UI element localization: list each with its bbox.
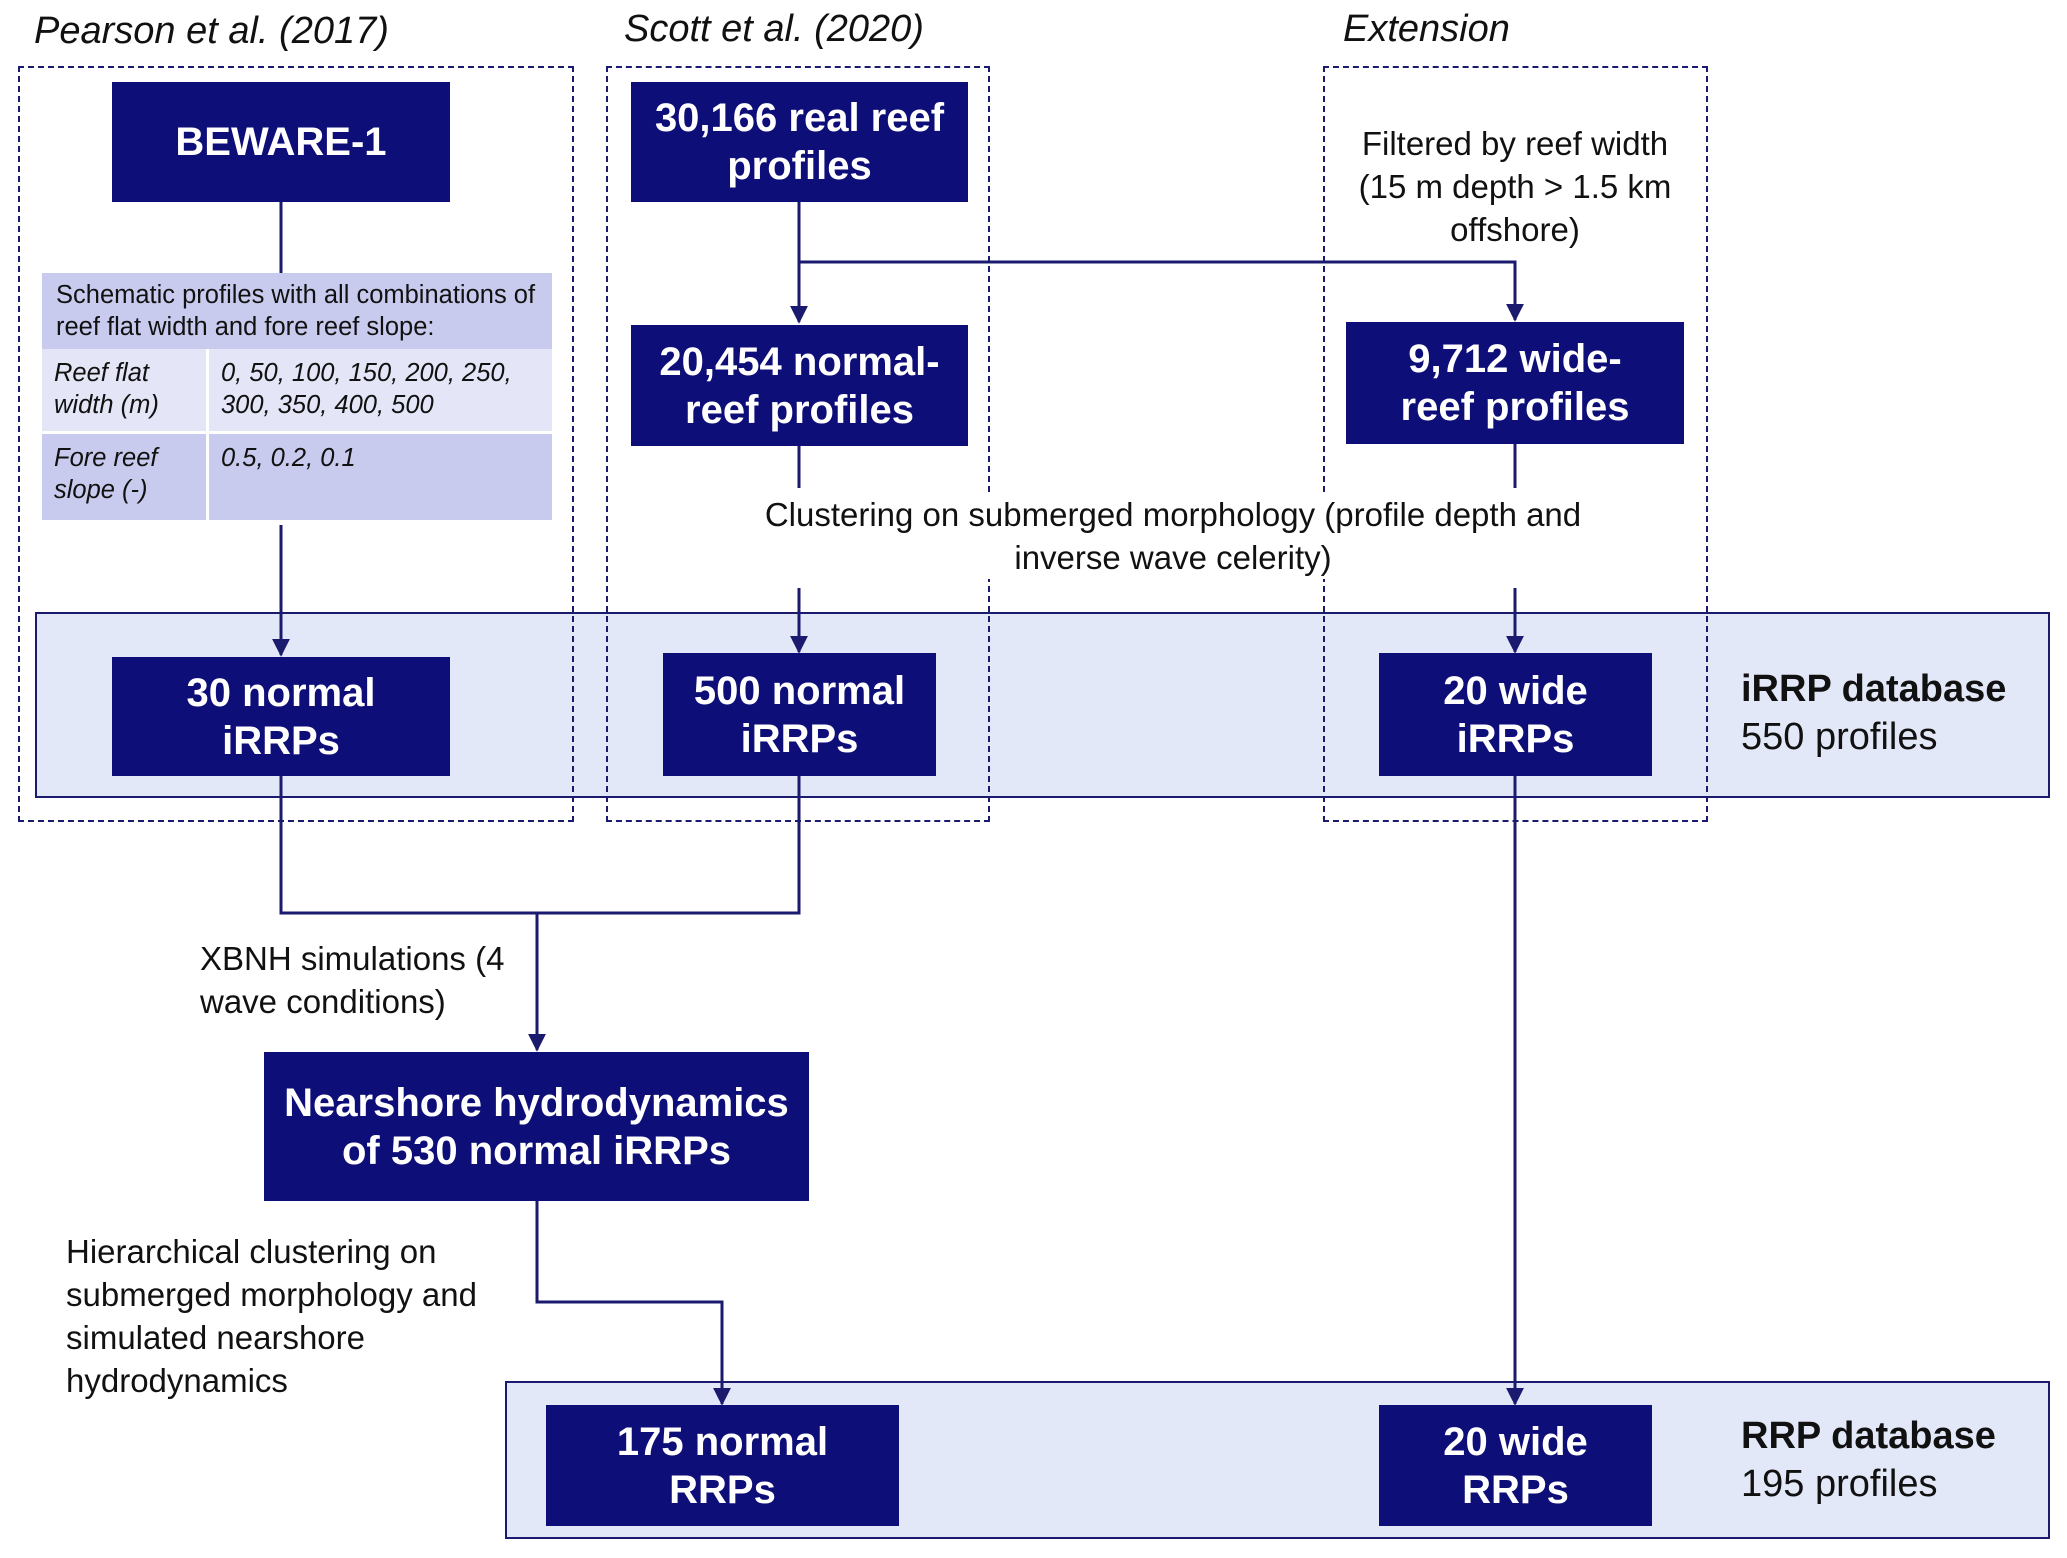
node-175-normal-rrps: 175 normal RRPs xyxy=(546,1405,899,1526)
irrp-database-title: iRRP database xyxy=(1741,668,2007,710)
node-normal-reef-profiles: 20,454 normal-reef profiles xyxy=(631,325,968,446)
node-20-wide-rrps: 20 wide RRPs xyxy=(1379,1405,1652,1526)
schematic-table-header: Schematic profiles with all combinations… xyxy=(56,281,536,341)
scott-header: Scott et al. (2020) xyxy=(624,8,924,50)
pearson-group xyxy=(18,66,574,822)
annotation-clustering: Clustering on submerged morphology (prof… xyxy=(752,493,1594,579)
annotation-xbnh-simulations: XBNH simulations (4 wave conditions) xyxy=(200,940,505,1020)
node-nearshore-hydrodynamics: Nearshore hydrodynamics of 530 normal iR… xyxy=(264,1052,809,1201)
annotation-hierarchical-clustering: Hierarchical clustering on submerged mor… xyxy=(66,1233,477,1399)
node-beware: BEWARE-1 xyxy=(112,82,450,202)
irrp-database-count: 550 profiles xyxy=(1741,716,1938,758)
rrp-database-count: 195 profiles xyxy=(1741,1463,1938,1505)
rrp-database-title: RRP database xyxy=(1741,1415,1996,1457)
schematic-key-fore-reef-slope: Fore reef slope (-) xyxy=(42,431,209,520)
node-500-normal-irrps: 500 normal iRRPs xyxy=(663,653,936,776)
schematic-key-reef-flat-width: Reef flat width (m) xyxy=(42,349,209,433)
node-real-reef-profiles: 30,166 real reef profiles xyxy=(631,82,968,202)
pearson-header: Pearson et al. (2017) xyxy=(34,10,389,52)
edge-irrps-merge xyxy=(279,776,801,915)
edge-nearshore-175rrps xyxy=(535,1201,731,1406)
schematic-table: Schematic profiles with all combinations… xyxy=(42,273,552,520)
edge-real-wide xyxy=(799,260,1524,322)
annotation-filtered-by-reef-width: Filtered by reef width (15 m depth > 1.5… xyxy=(1358,125,1672,248)
node-30-normal-irrps: 30 normal iRRPs xyxy=(112,657,450,776)
schematic-value-reef-flat-width: 0, 50, 100, 150, 200, 250, 300, 350, 400… xyxy=(221,359,512,419)
schematic-value-fore-reef-slope: 0.5, 0.2, 0.1 xyxy=(207,431,552,520)
extension-header: Extension xyxy=(1343,8,1510,50)
node-20-wide-irrps: 20 wide iRRPs xyxy=(1379,653,1652,776)
node-wide-reef-profiles: 9,712 wide-reef profiles xyxy=(1346,322,1684,444)
